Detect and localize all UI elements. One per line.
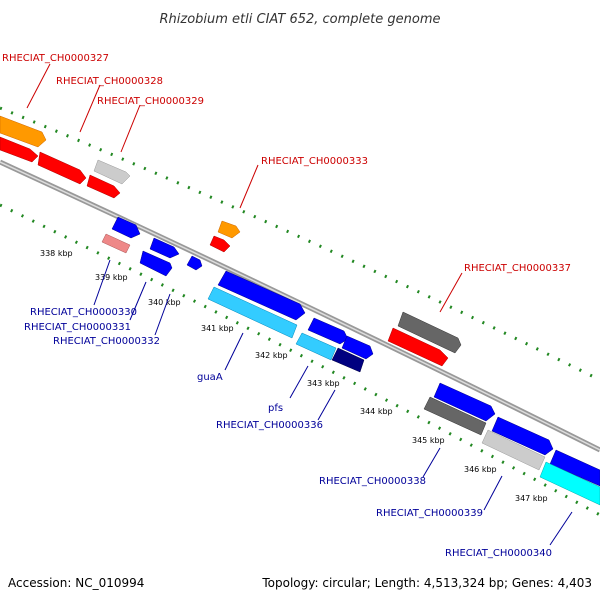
gene-rheciat-ch0000332[interactable] — [139, 250, 173, 277]
leader-332 — [154, 293, 171, 336]
gene-reverse-341[interactable] — [217, 270, 306, 321]
gene-reverse-342b[interactable] — [307, 317, 349, 345]
gene-rheciat-ch0000328[interactable] — [37, 151, 87, 185]
inner-tick-track — [0, 203, 600, 517]
leader-329 — [120, 104, 141, 153]
tick-label-343: 343 kbp — [307, 379, 340, 388]
label-rheciat-ch0000337: RHECIAT_CH0000337 — [464, 263, 571, 274]
genome-backbone-highlight — [0, 161, 600, 451]
map-title: Rhizobium etli CIAT 652, complete genome — [160, 12, 441, 27]
label-rheciat-ch0000338: RHECIAT_CH0000338 — [319, 476, 426, 487]
leader-guaA — [224, 332, 244, 371]
gene-reverse-345[interactable] — [433, 382, 496, 422]
topology-text: Topology: circular; Length: 4,513,324 bp… — [262, 576, 592, 590]
gene-rheciat-ch0000330b[interactable] — [111, 216, 141, 239]
gene-rheciat-ch0000339[interactable] — [481, 429, 546, 471]
gene-rheciat-ch0000340[interactable] — [539, 461, 600, 506]
gene-rheciat-ch0000327[interactable] — [0, 115, 47, 148]
gene-rheciat-ch0000333b[interactable] — [209, 235, 231, 253]
label-rheciat-ch0000340: RHECIAT_CH0000340 — [445, 548, 552, 559]
gene-rheciat-ch0000331[interactable] — [149, 237, 180, 259]
gene-reverse-346[interactable] — [491, 416, 554, 456]
leader-327 — [26, 63, 51, 109]
label-rheciat-ch0000327: RHECIAT_CH0000327 — [2, 53, 109, 64]
tick-label-342: 342 kbp — [255, 351, 288, 360]
gene-rheciat-ch0000329[interactable] — [93, 159, 131, 185]
label-rheciat-ch0000333: RHECIAT_CH0000333 — [261, 156, 368, 167]
gene-rheciat-ch0000337b[interactable] — [387, 327, 449, 367]
gene-rheciat-ch0000338[interactable] — [423, 396, 487, 436]
tick-label-341: 341 kbp — [201, 324, 234, 333]
tick-label-346: 346 kbp — [464, 465, 497, 474]
tick-label-339: 339 kbp — [95, 273, 128, 282]
tick-label-338: 338 kbp — [40, 249, 73, 258]
tick-label-340: 340 kbp — [148, 298, 181, 307]
leader-328 — [79, 84, 101, 133]
gene-rheciat-ch0000330[interactable] — [101, 233, 131, 254]
label-pfs: pfs — [268, 403, 283, 414]
leader-330 — [93, 259, 111, 306]
label-rheciat-ch0000339: RHECIAT_CH0000339 — [376, 508, 483, 519]
accession-text: Accession: NC_010994 — [8, 576, 145, 590]
gene-pfs[interactable] — [295, 332, 337, 361]
gene-guaA[interactable] — [207, 286, 298, 339]
leader-336 — [317, 389, 336, 421]
tick-label-345: 345 kbp — [412, 436, 445, 445]
tick-label-347: 347 kbp — [515, 494, 548, 503]
label-guaA: guaA — [197, 372, 223, 383]
leader-338 — [422, 447, 441, 478]
leader-340 — [549, 511, 573, 546]
leader-pfs — [289, 365, 309, 399]
gene-rheciat-ch0000336[interactable] — [331, 347, 365, 373]
gene-reverse-347[interactable] — [549, 449, 600, 487]
label-rheciat-ch0000332: RHECIAT_CH0000332 — [53, 336, 160, 347]
tick-label-344: 344 kbp — [360, 407, 393, 416]
leader-333 — [239, 164, 259, 209]
leader-331 — [129, 281, 147, 321]
gene-small-reverse[interactable] — [186, 255, 203, 271]
leader-339 — [483, 475, 503, 511]
leader-337 — [439, 272, 463, 313]
label-rheciat-ch0000329: RHECIAT_CH0000329 — [97, 96, 204, 107]
label-rheciat-ch0000336: RHECIAT_CH0000336 — [216, 420, 323, 431]
label-rheciat-ch0000330: RHECIAT_CH0000330 — [30, 307, 137, 318]
gene-rheciat-ch0000337[interactable] — [397, 311, 462, 354]
gene-rheciat-ch0000333[interactable] — [217, 220, 241, 239]
label-rheciat-ch0000328: RHECIAT_CH0000328 — [56, 76, 163, 87]
label-rheciat-ch0000331: RHECIAT_CH0000331 — [24, 322, 131, 333]
outer-tick-track — [0, 106, 600, 382]
gene-reverse-343[interactable] — [341, 335, 374, 360]
gene-rheciat-ch0000327b[interactable] — [0, 136, 39, 163]
gene-rheciat-ch0000329b[interactable] — [86, 174, 121, 199]
